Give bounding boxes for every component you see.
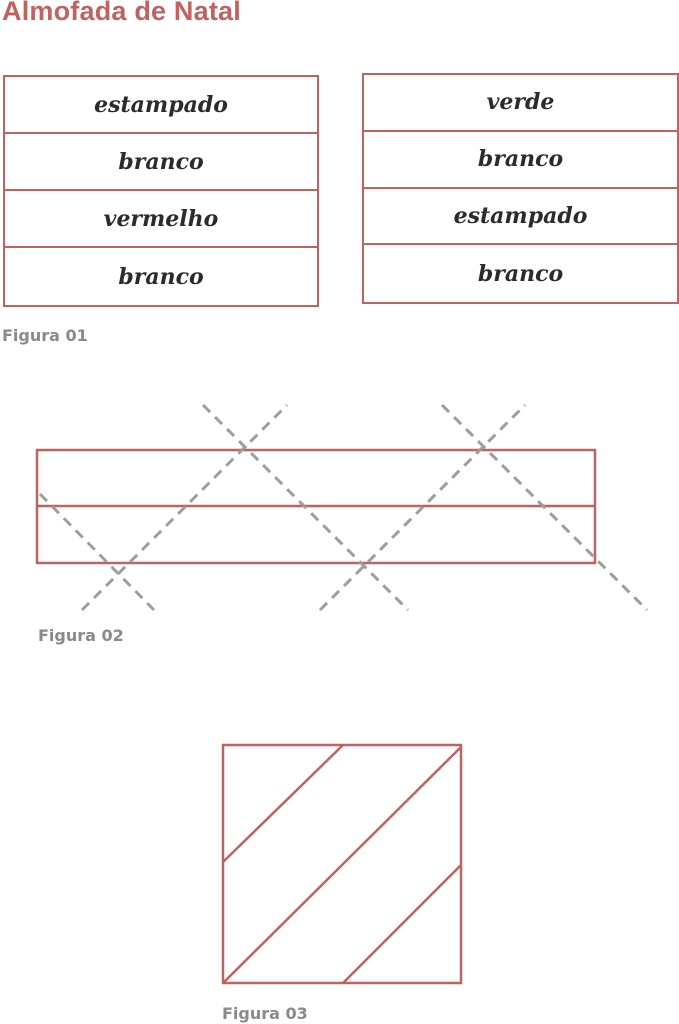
- sewn-strip-band: [35, 448, 597, 565]
- cut-lines: [38, 403, 649, 612]
- block-seam: [342, 864, 462, 984]
- left-strip-stack: estampado branco vermelho branco: [3, 75, 319, 307]
- block-seam: [222, 744, 344, 863]
- strip-label: branco: [5, 134, 317, 191]
- strip-label: estampado: [5, 77, 317, 134]
- cut-line: [201, 403, 410, 612]
- strip-label: verde: [364, 75, 677, 132]
- cut-line: [38, 492, 156, 612]
- page-title: Almofada de Natal: [2, 0, 241, 26]
- strip-label: vermelho: [5, 191, 317, 248]
- cut-line: [318, 403, 527, 612]
- figure-1-caption: Figura 01: [2, 326, 88, 345]
- figure-2-caption: Figura 02: [38, 626, 124, 645]
- cut-line: [80, 403, 289, 612]
- strip-label: estampado: [364, 189, 677, 246]
- block-seam: [222, 746, 462, 984]
- strip-label: branco: [118, 263, 204, 290]
- strip-label: branco: [477, 260, 564, 287]
- strip-label: branco: [364, 132, 677, 189]
- figure-3-caption: Figura 03: [222, 1004, 308, 1023]
- square-block: [221, 743, 463, 985]
- cut-line: [440, 403, 649, 612]
- right-strip-stack: verde branco estampado branco: [362, 73, 679, 304]
